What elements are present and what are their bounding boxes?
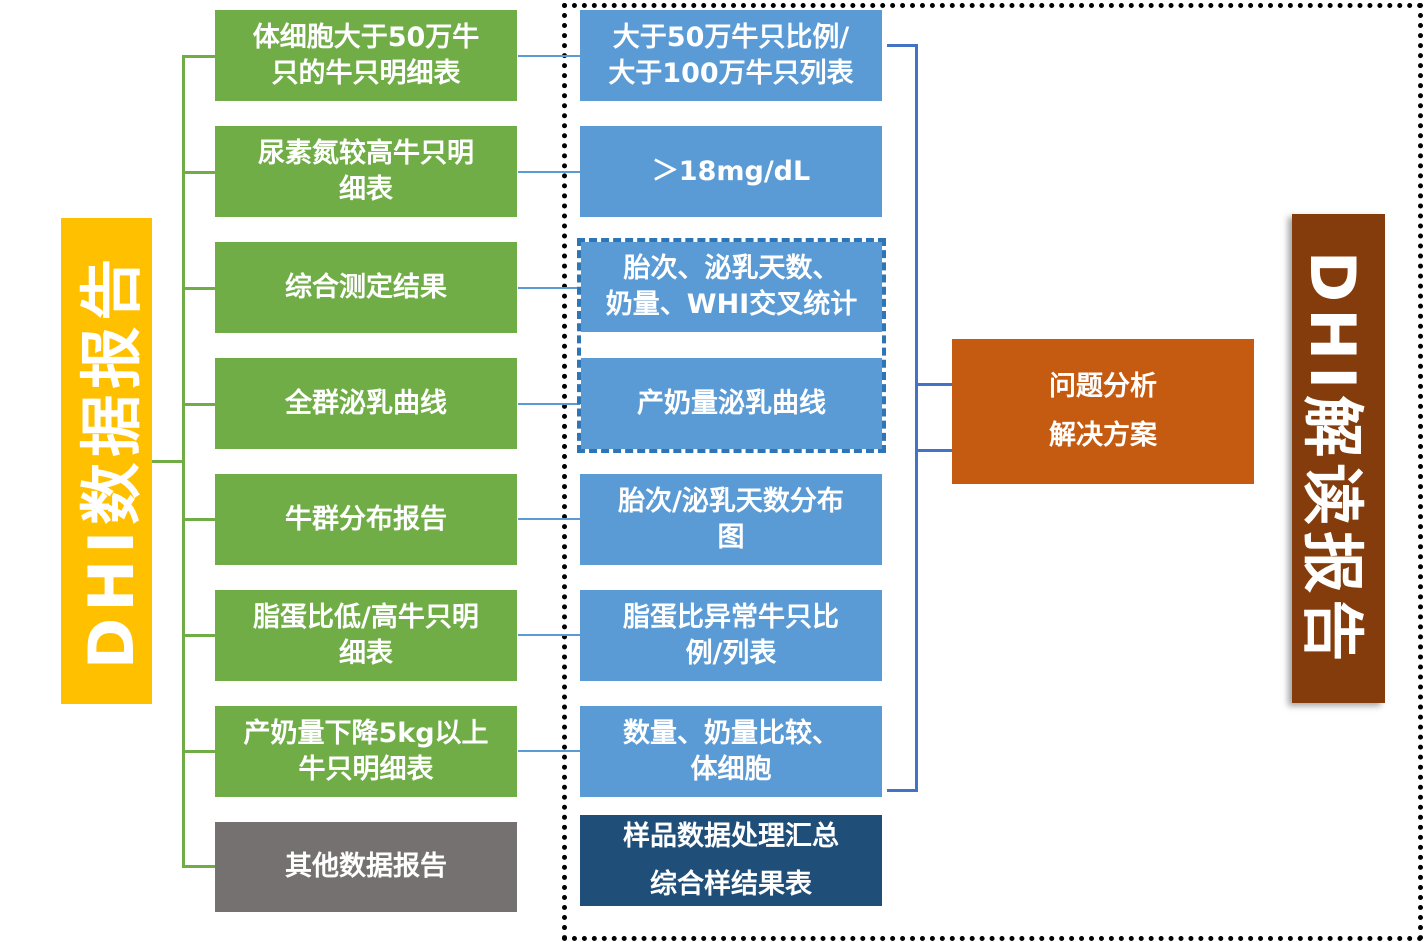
- interpretation-label: 胎次、泌乳天数、 奶量、WHI交叉统计: [605, 253, 858, 320]
- bracket-to-analysis-1: [915, 383, 952, 386]
- data-report-comprehensive-results[interactable]: 综合测定结果: [215, 242, 517, 333]
- interpretation-label: 脂蛋比异常牛只比 例/列表: [623, 601, 839, 669]
- dhi-data-report-title: DHI数据报告: [61, 218, 152, 704]
- data-report-urea-nitrogen[interactable]: 尿素氮较高牛只明 细表: [215, 126, 517, 217]
- interpretation-distribution-chart[interactable]: 胎次/泌乳天数分布 图: [580, 474, 882, 565]
- connector-2: [518, 171, 580, 173]
- dhi-interpretation-report-title: DHI解读报告: [1292, 214, 1385, 703]
- data-report-label: 尿素氮较高牛只明 细表: [258, 137, 474, 205]
- tree-trunk-horizontal: [152, 460, 183, 463]
- data-report-somatic-cell[interactable]: 体细胞大于50万牛 只的牛只明细表: [215, 10, 517, 101]
- tree-branch-6: [182, 634, 215, 637]
- tree-branch-5: [182, 518, 215, 521]
- analysis-label: 问题分析 解决方案: [1049, 370, 1157, 451]
- tree-branch-7: [182, 750, 215, 753]
- analysis-solution-box[interactable]: 问题分析 解决方案: [952, 339, 1254, 484]
- tree-branch-8: [182, 865, 215, 868]
- interpretation-urea-threshold[interactable]: ＞18mg/dL: [580, 126, 882, 217]
- interpretation-label: 数量、奶量比较、 体细胞: [623, 717, 839, 785]
- interpretation-quantity-comparison[interactable]: 数量、奶量比较、 体细胞: [580, 706, 882, 797]
- data-report-herd-distribution[interactable]: 牛群分布报告: [215, 474, 517, 565]
- data-report-label: 全群泌乳曲线: [285, 387, 447, 419]
- interpretation-sample-summary[interactable]: 样品数据处理汇总 综合样结果表: [580, 815, 882, 906]
- interpretation-label: 胎次/泌乳天数分布 图: [618, 485, 844, 553]
- data-report-fat-protein-ratio[interactable]: 脂蛋比低/高牛只明 细表: [215, 590, 517, 681]
- interpretation-label: 样品数据处理汇总 综合样结果表: [623, 821, 839, 900]
- interpretation-milk-lactation-curve[interactable]: 产奶量泌乳曲线: [581, 358, 882, 449]
- connector-6: [518, 634, 580, 636]
- bracket-bottom: [887, 789, 918, 792]
- tree-branch-4: [182, 403, 215, 406]
- interpretation-cross-statistics[interactable]: 胎次、泌乳天数、 奶量、WHI交叉统计: [581, 242, 882, 332]
- data-report-label: 其他数据报告: [285, 851, 447, 883]
- data-report-milk-drop[interactable]: 产奶量下降5kg以上 牛只明细表: [215, 706, 517, 797]
- connector-7: [518, 750, 580, 752]
- connector-4: [518, 403, 580, 405]
- interpretation-fat-protein-abnormal[interactable]: 脂蛋比异常牛只比 例/列表: [580, 590, 882, 681]
- data-report-herd-lactation-curve[interactable]: 全群泌乳曲线: [215, 358, 517, 449]
- interpretation-label: 大于50万牛只比例/ 大于100万牛只列表: [608, 21, 854, 89]
- data-report-label: 综合测定结果: [285, 271, 447, 303]
- data-report-label: 脂蛋比低/高牛只明 细表: [253, 601, 479, 669]
- bracket-vertical: [915, 44, 918, 792]
- data-report-label: 体细胞大于50万牛 只的牛只明细表: [252, 21, 480, 89]
- tree-branch-2: [182, 171, 215, 174]
- lactation-group-dashed-box: [577, 238, 886, 453]
- connector-3: [518, 287, 580, 289]
- bracket-top: [887, 44, 918, 47]
- connector-1: [518, 55, 580, 57]
- bracket-to-analysis-2: [915, 449, 952, 452]
- dhi-data-report-title-text: DHI数据报告: [75, 252, 149, 670]
- tree-branch-3: [182, 287, 215, 290]
- connector-5: [518, 518, 580, 520]
- data-report-label: 牛群分布报告: [285, 503, 447, 535]
- dhi-interpretation-report-title-text: DHI解读报告: [1296, 250, 1370, 667]
- tree-branch-1: [182, 55, 215, 58]
- tree-trunk-vertical: [182, 55, 185, 867]
- interpretation-label: 产奶量泌乳曲线: [637, 387, 826, 419]
- data-report-other[interactable]: 其他数据报告: [215, 822, 517, 912]
- interpretation-somatic-cell-ratio[interactable]: 大于50万牛只比例/ 大于100万牛只列表: [580, 10, 882, 101]
- interpretation-frame: [562, 3, 1423, 941]
- data-report-label: 产奶量下降5kg以上 牛只明细表: [243, 717, 489, 785]
- interpretation-label: ＞18mg/dL: [651, 155, 811, 187]
